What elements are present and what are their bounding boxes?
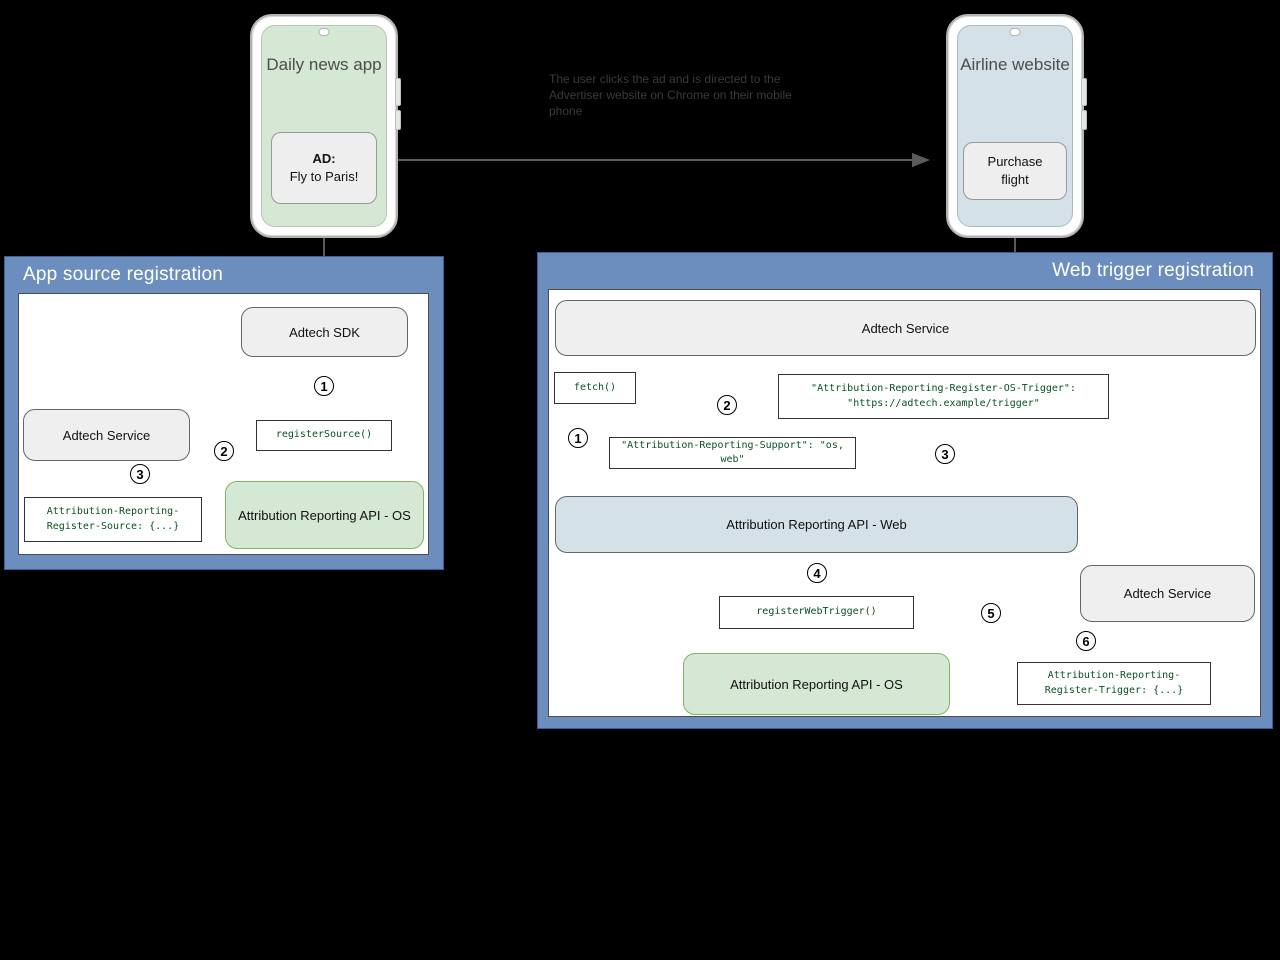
node-ara-web[interactable]: Attribution Reporting API - Web — [555, 496, 1078, 553]
step-badge-right-3: 3 — [935, 444, 955, 464]
ad-card-text: Fly to Paris! — [289, 169, 359, 184]
phone-side-button-top — [395, 78, 401, 106]
phone-camera-notch-icon — [318, 28, 330, 36]
code-fetch: fetch() — [554, 372, 636, 404]
step-badge-right-6: 6 — [1076, 631, 1096, 651]
code-attribution-reporting-support-text: "Attribution-Reporting-Support": "os, we… — [621, 439, 844, 466]
node-adtech-service-bottom-right-label: Adtech Service — [1123, 586, 1212, 601]
code-attribution-reporting-support: "Attribution-Reporting-Support": "os, we… — [609, 437, 856, 469]
code-register-source-header-text: Attribution-Reporting-Register-Source: {… — [46, 506, 180, 532]
step-badge-right-3-label: 3 — [941, 446, 949, 462]
code-register-trigger-header-line2: Register-Trigger: {...} — [1044, 684, 1184, 696]
code-register-source-text: registerSource() — [275, 429, 373, 441]
step-badge-right-1: 1 — [568, 428, 588, 448]
panel-right-title: Web trigger registration — [1052, 260, 1254, 281]
code-register-trigger-header: Attribution-Reporting- Register-Trigger:… — [1017, 662, 1211, 705]
purchase-card-line2: flight — [1001, 172, 1029, 187]
flow-caption: The user clicks the ad and is directed t… — [549, 72, 792, 119]
code-os-trigger-header-line1: "Attribution-Reporting-Register-OS-Trigg… — [811, 383, 1076, 394]
phone-camera-notch-icon — [1009, 28, 1021, 36]
step-badge-left-2-label: 2 — [220, 443, 228, 459]
step-badge-right-2-label: 2 — [723, 397, 731, 413]
node-adtech-service-top-right-label: Adtech Service — [861, 320, 950, 336]
phone-side-button-bottom — [1081, 110, 1087, 130]
step-badge-left-3: 3 — [130, 464, 150, 484]
code-register-source-header: Attribution-Reporting-Register-Source: {… — [24, 497, 202, 542]
ad-card-label: AD: — [312, 150, 336, 166]
step-badge-left-2: 2 — [214, 441, 234, 461]
step-badge-right-5-label: 5 — [987, 605, 995, 621]
phone-airline-website: Airline website Purchase flight — [946, 14, 1087, 238]
phone-side-button-top — [1081, 78, 1087, 106]
node-ara-os-right[interactable]: Attribution Reporting API - OS — [683, 653, 950, 715]
node-adtech-service-bottom-right[interactable]: Adtech Service — [1080, 565, 1255, 622]
code-os-trigger-header-line2: "https://adtech.example/trigger" — [847, 397, 1040, 409]
phone-side-button-bottom — [395, 110, 401, 130]
node-ara-os-left-label: Attribution Reporting API - OS — [238, 507, 411, 523]
code-register-web-trigger: registerWebTrigger() — [719, 596, 914, 629]
node-adtech-sdk[interactable]: Adtech SDK — [241, 307, 408, 357]
node-adtech-service-top-right[interactable]: Adtech Service — [555, 300, 1256, 356]
code-register-source: registerSource() — [256, 420, 392, 451]
ad-card[interactable]: AD: Fly to Paris! — [271, 132, 377, 204]
panel-left-title: App source registration — [23, 264, 223, 285]
code-register-trigger-header-line1: Attribution-Reporting- — [1047, 670, 1181, 681]
code-fetch-text: fetch() — [573, 381, 617, 393]
node-adtech-service-left-label: Adtech Service — [62, 427, 151, 443]
step-badge-right-6-label: 6 — [1082, 633, 1090, 649]
phone-right-title: Airline website — [960, 55, 1070, 74]
phone-daily-news: Daily news app AD: Fly to Paris! — [250, 14, 401, 238]
node-adtech-service-left[interactable]: Adtech Service — [23, 409, 190, 461]
purchase-card-line1: Purchase — [987, 153, 1043, 169]
step-badge-left-1-label: 1 — [320, 378, 328, 394]
code-register-web-trigger-text: registerWebTrigger() — [756, 606, 877, 618]
step-badge-right-4: 4 — [807, 563, 827, 583]
step-badge-right-2: 2 — [717, 395, 737, 415]
phone-left-title: Daily news app — [266, 55, 382, 74]
step-badge-right-5: 5 — [981, 603, 1001, 623]
node-ara-os-right-label: Attribution Reporting API - OS — [730, 676, 903, 692]
node-adtech-sdk-label: Adtech SDK — [289, 324, 360, 340]
step-badge-right-4-label: 4 — [813, 565, 821, 581]
step-badge-left-3-label: 3 — [136, 466, 144, 482]
node-ara-os-left[interactable]: Attribution Reporting API - OS — [225, 481, 424, 549]
node-ara-web-label: Attribution Reporting API - Web — [726, 517, 907, 532]
step-badge-right-1-label: 1 — [574, 430, 582, 446]
purchase-flight-card[interactable]: Purchase flight — [963, 142, 1067, 200]
step-badge-left-1: 1 — [314, 376, 334, 396]
code-os-trigger-header: "Attribution-Reporting-Register-OS-Trigg… — [778, 374, 1109, 419]
